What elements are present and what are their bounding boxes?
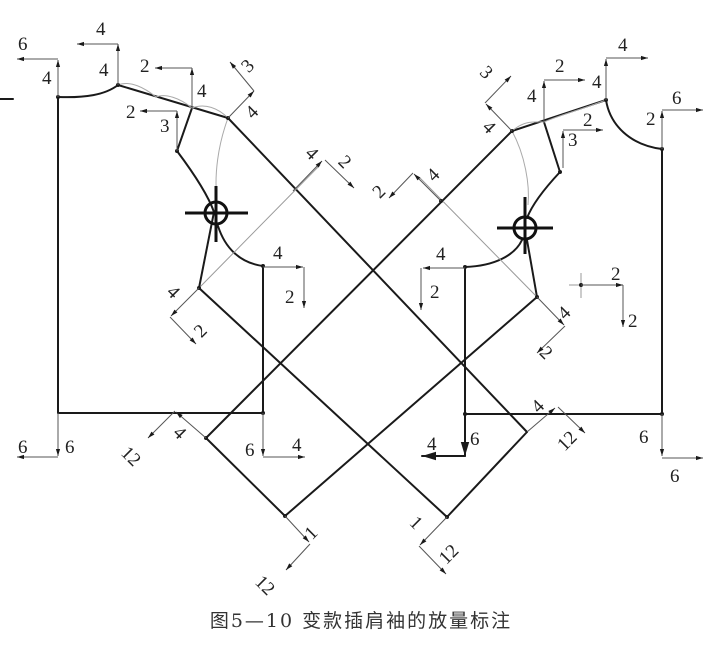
svg-text:2: 2 (646, 109, 656, 130)
svg-text:4: 4 (273, 243, 283, 264)
svg-text:2: 2 (535, 342, 557, 364)
svg-text:4: 4 (478, 117, 500, 139)
left-bodice (56, 83, 265, 415)
svg-text:4: 4 (292, 435, 302, 456)
svg-text:6: 6 (672, 88, 682, 109)
svg-text:2: 2 (369, 181, 391, 203)
svg-text:2: 2 (611, 264, 621, 285)
svg-text:4: 4 (423, 164, 445, 186)
svg-text:6: 6 (639, 427, 649, 448)
svg-text:6: 6 (18, 34, 28, 55)
svg-text:6: 6 (470, 429, 480, 450)
crosshair-left-icon (185, 186, 248, 242)
svg-text:2: 2 (190, 320, 212, 342)
svg-text:1: 1 (301, 522, 323, 544)
svg-text:12: 12 (250, 572, 278, 600)
svg-text:4: 4 (554, 302, 576, 324)
svg-text:4: 4 (162, 282, 184, 304)
right-sleeve (204, 130, 539, 518)
svg-text:4: 4 (169, 422, 191, 444)
svg-text:2: 2 (140, 56, 150, 77)
svg-text:4: 4 (618, 35, 628, 56)
svg-text:4: 4 (301, 143, 323, 165)
svg-text:4: 4 (592, 72, 602, 93)
svg-text:4: 4 (197, 81, 207, 102)
svg-text:6: 6 (65, 437, 75, 458)
svg-text:12: 12 (435, 540, 463, 568)
svg-text:2: 2 (334, 151, 356, 173)
svg-text:6: 6 (18, 437, 28, 458)
svg-text:4: 4 (527, 86, 537, 107)
svg-text:3: 3 (237, 55, 259, 77)
svg-text:2: 2 (126, 102, 136, 123)
svg-text:2: 2 (555, 56, 565, 77)
svg-text:2: 2 (285, 287, 295, 308)
svg-text:1: 1 (405, 512, 427, 534)
svg-text:6: 6 (670, 466, 680, 487)
svg-text:3: 3 (568, 130, 578, 151)
svg-text:2: 2 (583, 110, 593, 131)
svg-text:12: 12 (116, 443, 144, 471)
left-sleeve (197, 117, 528, 519)
svg-text:4: 4 (99, 60, 109, 81)
svg-text:6: 6 (245, 440, 255, 461)
svg-text:3: 3 (160, 116, 170, 137)
svg-text:4: 4 (96, 19, 106, 40)
figure-caption: 图5—10 变款插肩袖的放量标注 (209, 610, 513, 632)
svg-text:2: 2 (430, 282, 440, 303)
left-annotations: 4 6 4 4 4 2 3 2 4 3 4 2 4 2 4 (17, 19, 355, 600)
svg-text:4: 4 (436, 244, 446, 265)
crosshair-right-icon (497, 197, 553, 254)
right-annotations: 2 6 4 4 4 2 3 2 4 3 4 2 4 2 4 (369, 35, 703, 575)
svg-text:2: 2 (628, 311, 638, 332)
svg-text:4: 4 (241, 101, 263, 123)
svg-text:4: 4 (427, 434, 437, 455)
svg-text:4: 4 (42, 68, 52, 89)
svg-text:3: 3 (475, 62, 497, 84)
svg-text:12: 12 (553, 427, 581, 455)
